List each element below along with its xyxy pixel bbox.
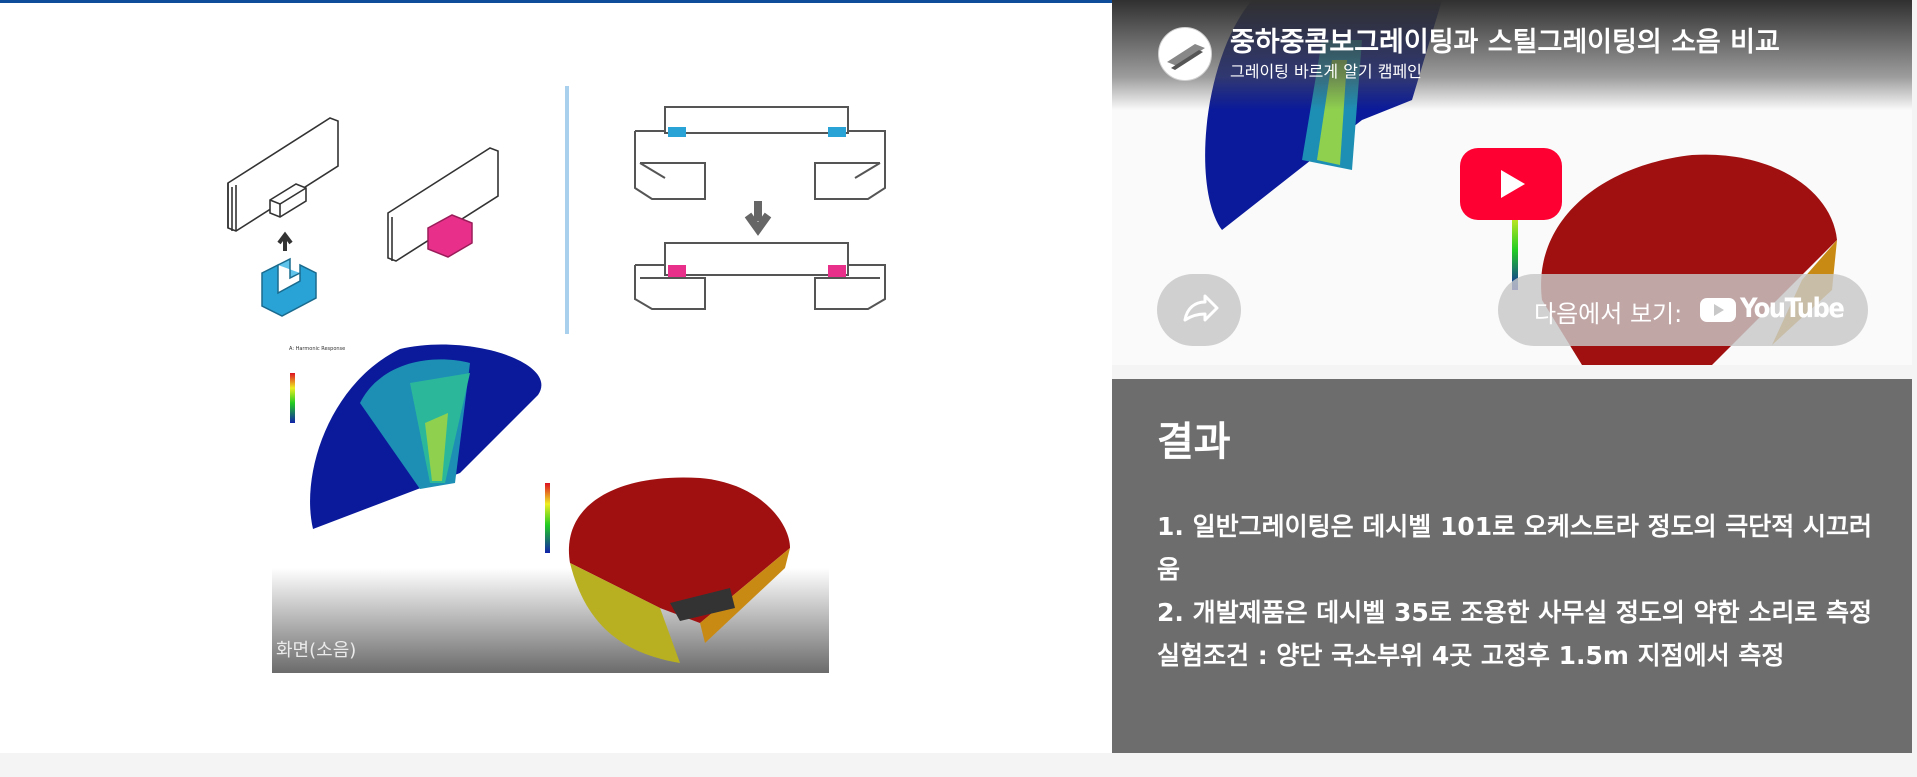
top-accent-line xyxy=(0,0,1112,3)
video-title-overlay xyxy=(1112,0,1912,110)
video-title[interactable]: 중하중콤보그레이팅과 스틸그레이팅의 소음 비교 xyxy=(1230,27,1780,58)
share-icon xyxy=(1183,294,1219,322)
svg-text:A: Harmonic Response: A: Harmonic Response xyxy=(289,346,345,352)
youtube-wordmark: YouTube xyxy=(1740,293,1845,324)
watch-on-label: 다음에서 보기: xyxy=(1534,300,1683,328)
illustration-panel: A: Harmonic Response 화면(소음) xyxy=(0,3,1112,753)
results-panel: 결과 1. 일반그레이팅은 데시벨 101로 오케스트라 정도의 극단적 시끄러… xyxy=(1112,379,1912,753)
share-button[interactable] xyxy=(1157,274,1241,346)
result-line-1: 1. 일반그레이팅은 데시벨 101로 오케스트라 정도의 극단적 시끄러움 xyxy=(1157,512,1873,584)
video-channel-name[interactable]: 그레이팅 바르게 알기 캠페인 xyxy=(1230,62,1422,81)
results-heading: 결과 xyxy=(1157,419,1231,465)
acoustic-simulation-render: A: Harmonic Response xyxy=(289,344,790,663)
play-icon xyxy=(1501,170,1525,198)
watch-on-youtube-button[interactable]: 다음에서 보기: YouTube xyxy=(1498,274,1868,346)
video-player[interactable]: 중하중콤보그레이팅과 스틸그레이팅의 소음 비교 그레이팅 바르게 알기 캠페인… xyxy=(1112,0,1912,365)
result-line-2: 2. 개발제품은 데시벨 35로 조용한 사무실 정도의 약한 소리로 측정 xyxy=(1157,598,1873,627)
grating-assembly-diagram xyxy=(227,106,886,317)
illustration-caption: 화면(소음) xyxy=(276,640,357,661)
page-bottom-strip xyxy=(0,753,1917,777)
result-conditions: 실험조건 : 양단 국소부위 4곳 고정후 1.5m 지점에서 측정 xyxy=(1157,641,1785,670)
play-button[interactable] xyxy=(1460,148,1562,220)
diagram-divider xyxy=(565,86,569,334)
grating-thumbnail-icon xyxy=(1167,44,1205,70)
channel-avatar[interactable] xyxy=(1158,27,1212,81)
results-body: 1. 일반그레이팅은 데시벨 101로 오케스트라 정도의 극단적 시끄러움 2… xyxy=(1157,505,1877,677)
